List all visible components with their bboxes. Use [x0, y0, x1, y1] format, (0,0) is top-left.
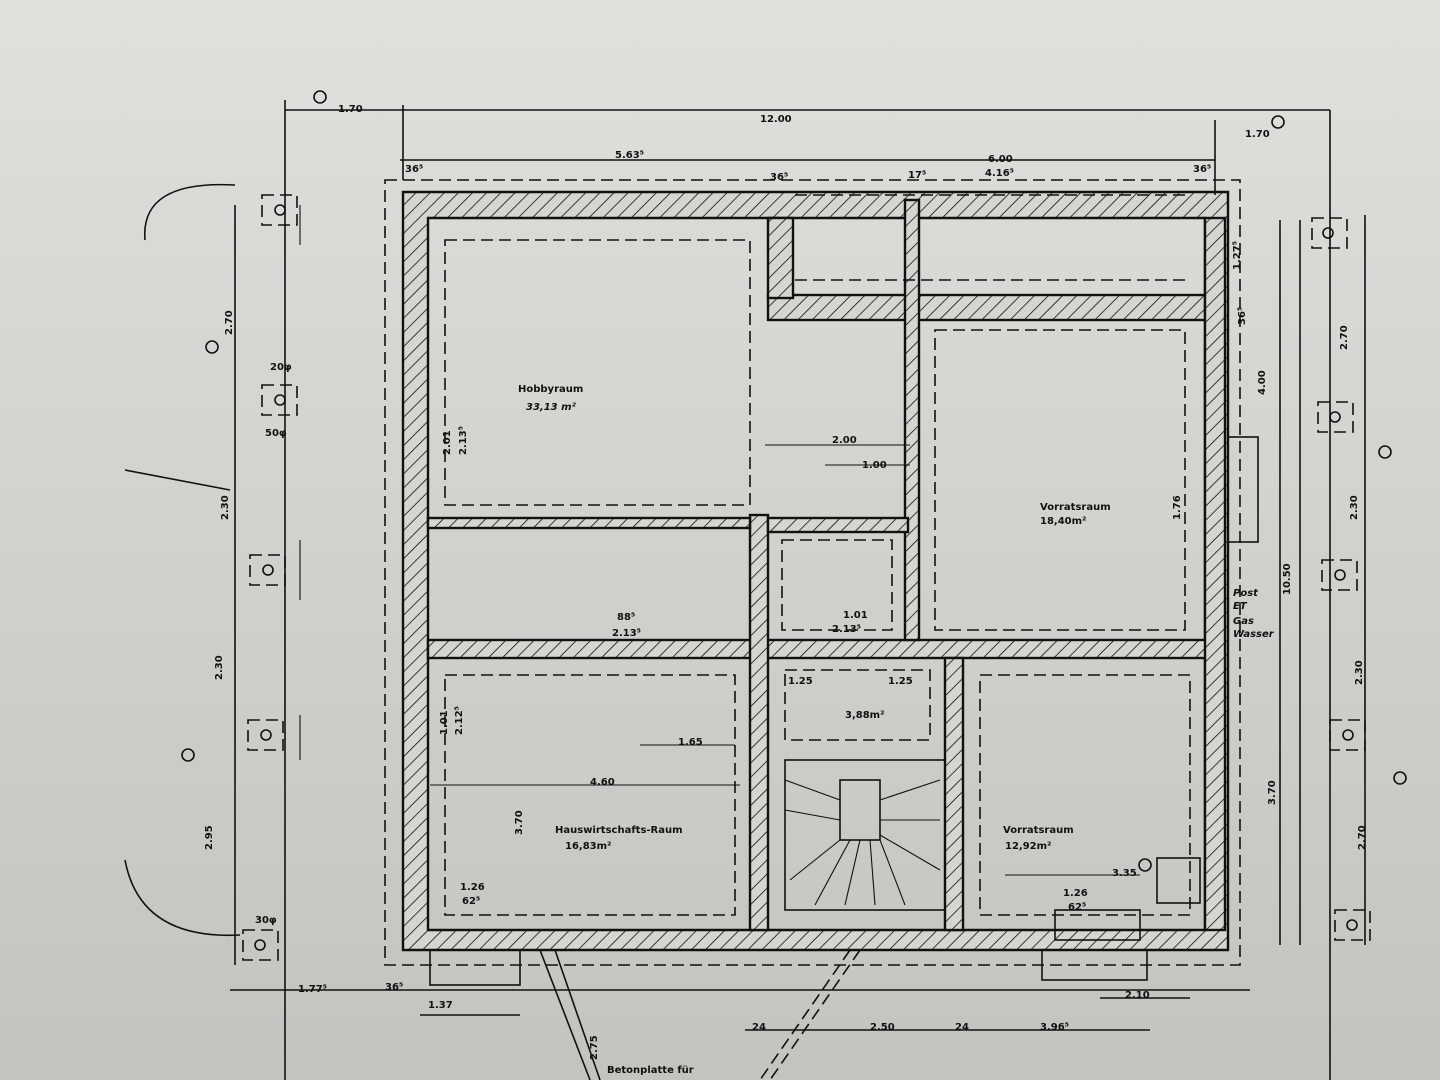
dim-label: 1.25	[888, 676, 913, 687]
note-betonplatte: Betonplatte für	[607, 1065, 694, 1076]
dim-label: 4.16⁵	[985, 168, 1014, 179]
dim-label: 10.50	[1282, 563, 1293, 595]
dim-label: 2.70	[1357, 825, 1368, 850]
utility-post: Post	[1233, 588, 1259, 599]
room-area-hall: 3,88m²	[845, 710, 884, 721]
utility-wasser: Wasser	[1233, 629, 1275, 640]
dim-label: 62⁵	[1068, 902, 1086, 913]
dim-label: 12.00	[760, 114, 792, 125]
utility-labels: Post ET Gas Wasser	[1233, 588, 1275, 640]
dim-label: 36⁵	[770, 172, 788, 183]
dim-label: 6.00	[988, 154, 1013, 165]
dim-label: 2.30	[220, 495, 231, 520]
dim-label: 50φ	[265, 428, 287, 439]
dim-label: 1.27⁵	[1232, 241, 1243, 270]
dim-label: 88⁵	[617, 612, 635, 623]
dim-label: 1.65	[678, 737, 703, 748]
dim-label: 20φ	[270, 362, 292, 373]
room-area-vorratsraum-1: 18,40m²	[1040, 516, 1086, 527]
dim-label: 1.76	[1172, 495, 1183, 520]
dim-label: 2.50	[870, 1022, 895, 1033]
dim-label: 2.30	[1354, 660, 1365, 685]
dim-label: 1.26	[460, 882, 485, 893]
room-name-vorratsraum-2: Vorratsraum	[1003, 825, 1074, 836]
column-pads	[181, 90, 1407, 961]
dim-label: 2.01	[442, 430, 453, 455]
dim-label: 2.30	[214, 655, 225, 680]
dim-label: 2.00	[832, 435, 857, 446]
room-name-hobbyraum: Hobbyraum	[518, 384, 583, 395]
room-area-hobbyraum: 33,13 m²	[526, 402, 577, 413]
dim-label: 62⁵	[462, 896, 480, 907]
dim-label: 2.30	[1349, 495, 1360, 520]
dim-label: 2.13⁵	[612, 628, 641, 639]
dim-label: 36⁵	[385, 982, 403, 993]
dim-label: 1.70	[338, 104, 363, 115]
dim-label: 3.96⁵	[1040, 1022, 1069, 1033]
dim-label: 17⁵	[908, 170, 926, 181]
dim-label: 2.95	[204, 825, 215, 850]
room-name-vorratsraum-1: Vorratsraum	[1040, 502, 1111, 513]
dim-label: 2.12⁵	[454, 706, 465, 735]
dim-label: 3.70	[514, 810, 525, 835]
dim-label: 2.13⁵	[458, 426, 469, 455]
room-area-hauswirtschaftsraum: 16,83m²	[565, 841, 611, 852]
dim-label: 36⁵	[1193, 164, 1211, 175]
dim-label: 1.01	[439, 710, 450, 735]
dimension-lines	[124, 100, 1366, 1080]
dim-label: 1.77⁵	[298, 984, 327, 995]
dim-label: 3.70	[1267, 780, 1278, 805]
dim-label: 1.25	[788, 676, 813, 687]
dim-label: 36⁵	[1237, 307, 1248, 325]
dim-label: 4.00	[1257, 370, 1268, 395]
dim-label: 36⁵	[405, 164, 423, 175]
dim-label: 1.00	[862, 460, 887, 471]
room-labels: Hobbyraum 33,13 m² Vorratsraum 18,40m² H…	[518, 384, 1111, 852]
utility-et: ET	[1233, 601, 1248, 612]
dim-label: 24	[752, 1022, 766, 1033]
dim-label: 1.01	[843, 610, 868, 621]
openings	[429, 436, 1259, 1080]
utility-gas: Gas	[1233, 616, 1254, 627]
dim-label: 4.60	[590, 777, 615, 788]
dim-label: 2.10	[1125, 990, 1150, 1001]
walls	[401, 190, 1230, 952]
foundation-lines	[384, 179, 1241, 966]
dim-label: 5.63⁵	[615, 150, 644, 161]
dim-label: 1.70	[1245, 129, 1270, 140]
staircase	[759, 759, 946, 1080]
room-area-vorratsraum-2: 12,92m²	[1005, 841, 1051, 852]
dim-label: 2.75	[589, 1035, 600, 1060]
dim-label: 1.37	[428, 1000, 453, 1011]
room-name-hauswirtschaftsraum: Hauswirtschafts-Raum	[555, 825, 683, 836]
dim-label: 2.13⁵	[832, 624, 861, 635]
dim-label: 24	[955, 1022, 969, 1033]
dim-label: 2.70	[1339, 325, 1350, 350]
dim-label: 30φ	[255, 915, 277, 926]
dimension-labels: 1.70 12.00 1.70 5.63⁵ 6.00 4.16⁵ 36⁵ 36⁵…	[204, 104, 1368, 1060]
dim-label: 1.26	[1063, 888, 1088, 899]
dim-label: 3.35	[1112, 868, 1137, 879]
dim-label: 2.70	[224, 310, 235, 335]
